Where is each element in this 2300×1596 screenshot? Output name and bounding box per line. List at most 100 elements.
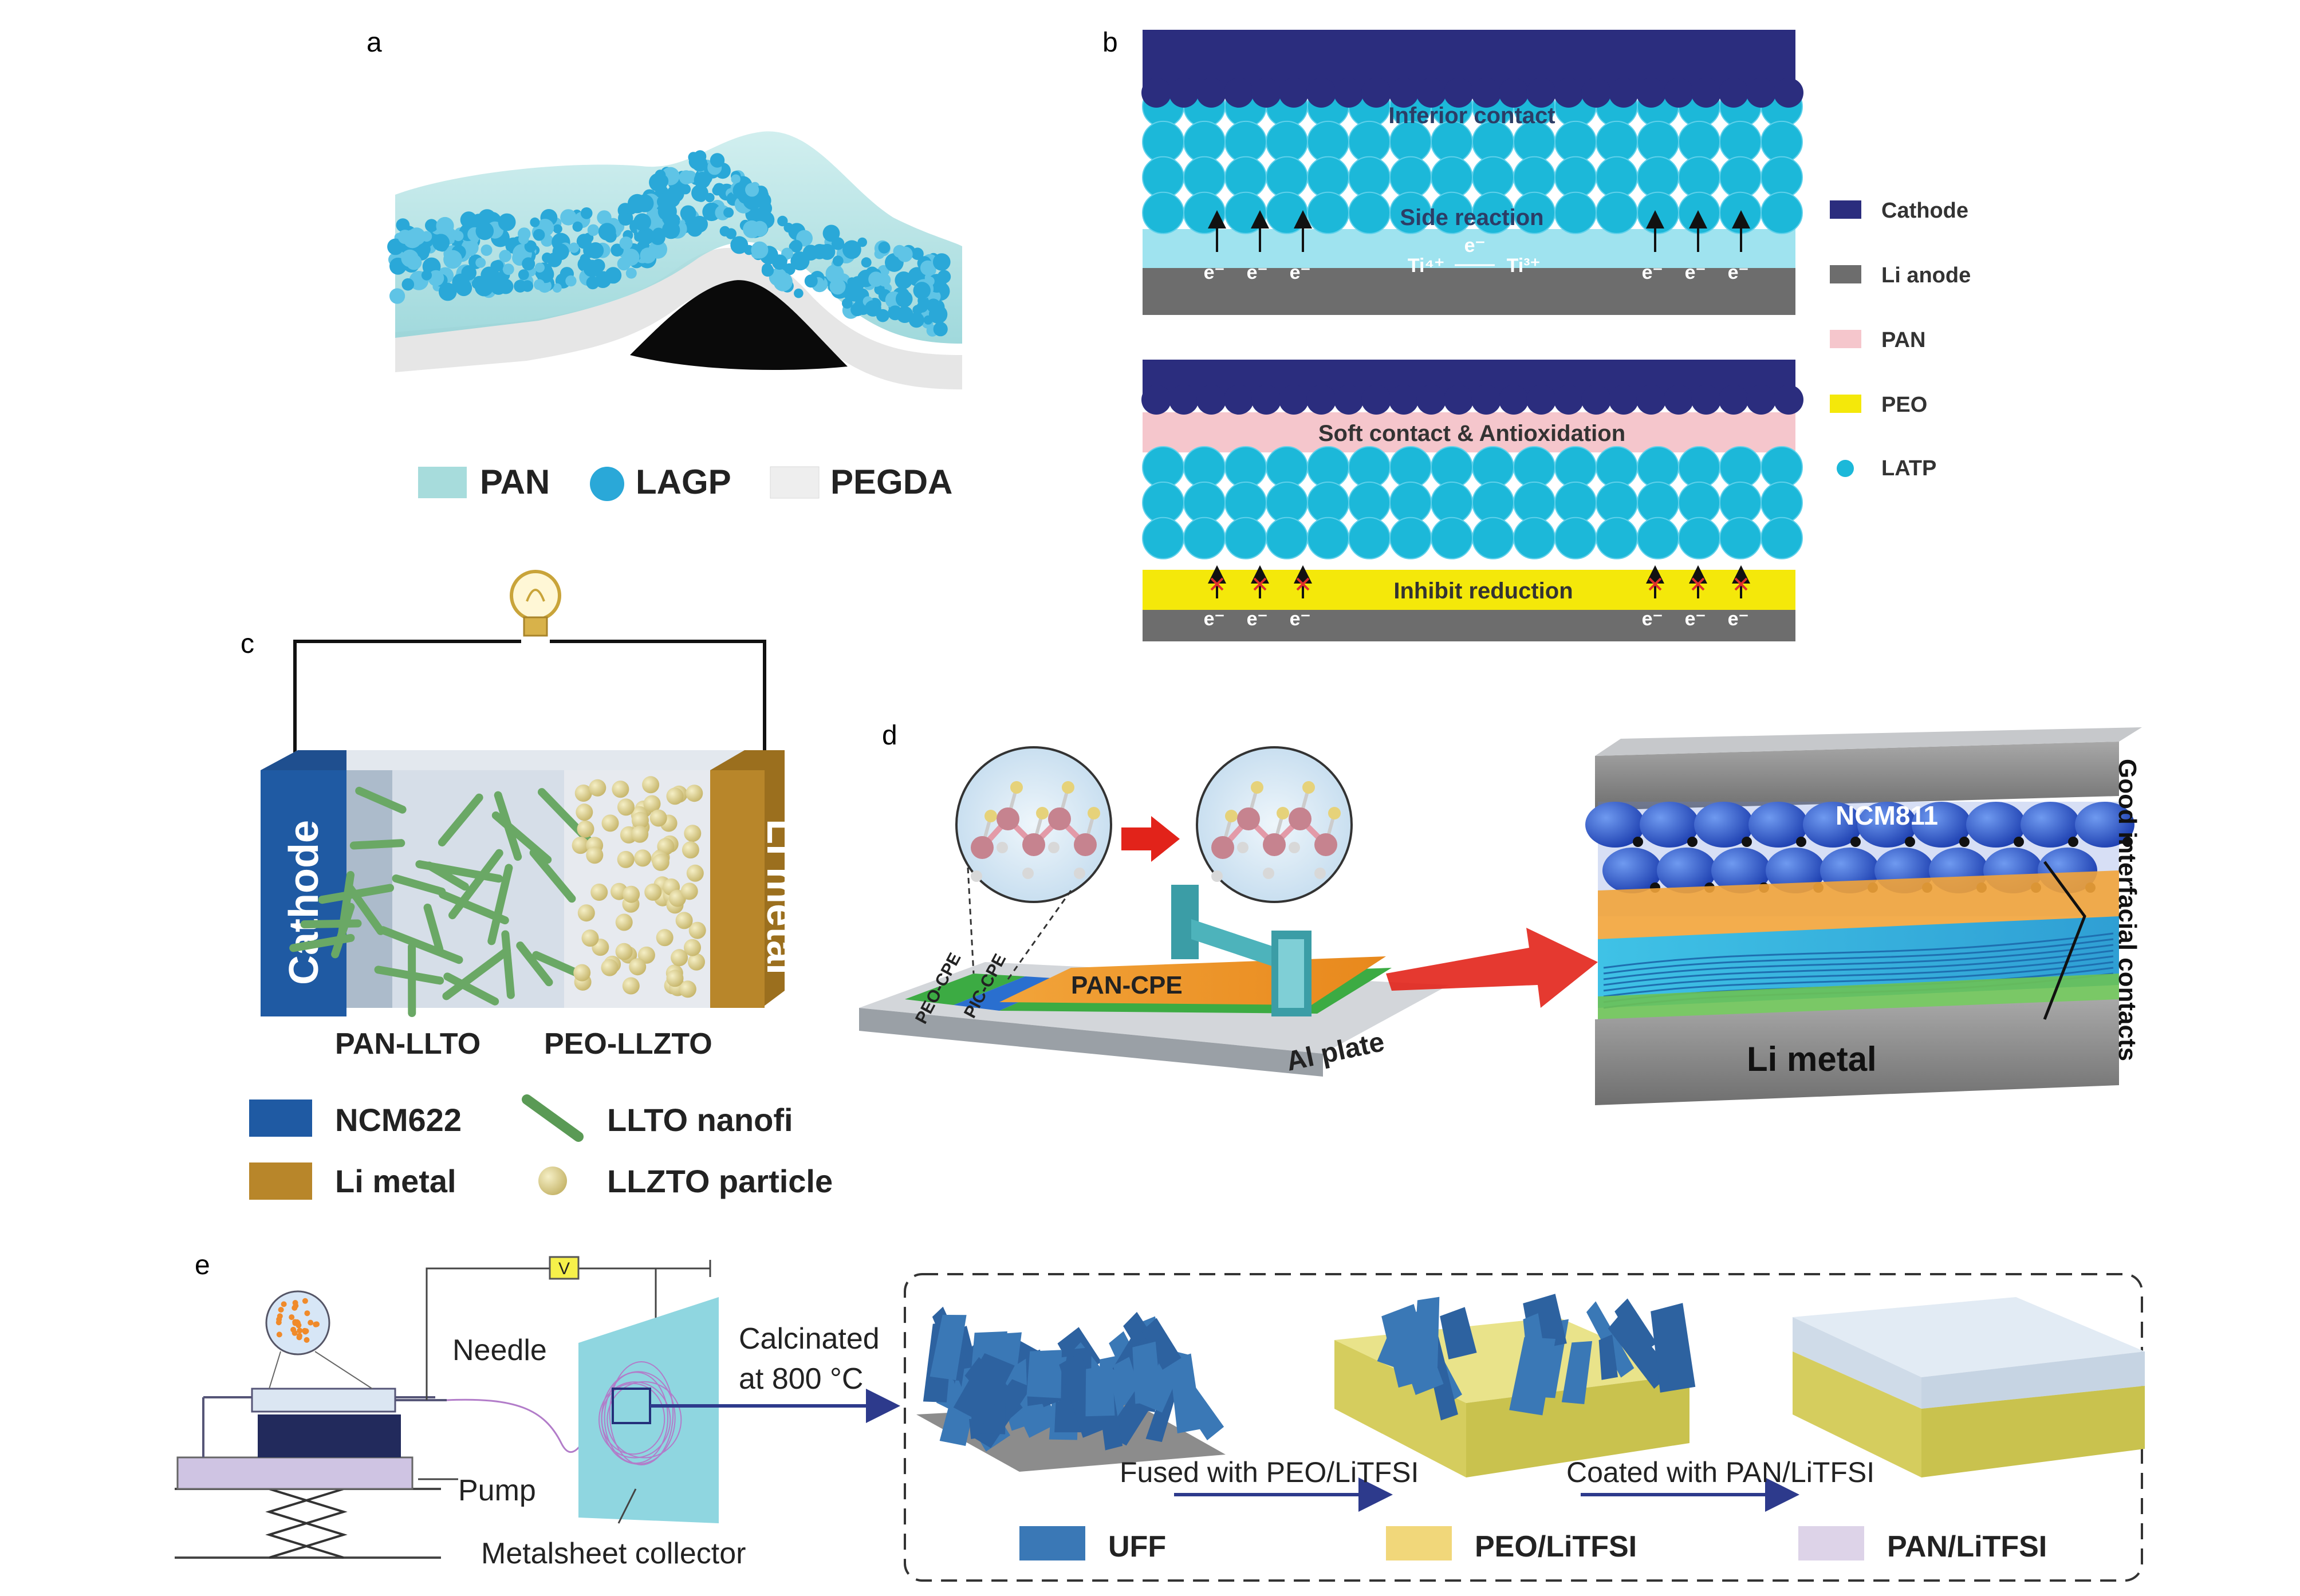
lagp-particle — [640, 247, 656, 264]
lagp-particle — [731, 174, 741, 184]
latp-particle — [1348, 191, 1391, 234]
lagp-particle — [761, 264, 774, 277]
atom — [984, 810, 997, 822]
inhibit-reduction-text: Inhibit reduction — [1393, 578, 1573, 604]
llzto-particle — [622, 977, 640, 995]
cathode-scallop — [1361, 78, 1391, 108]
fiber-line — [1603, 949, 2114, 986]
lagp-particle — [865, 300, 881, 317]
atom — [971, 870, 982, 882]
llzto-particle — [572, 837, 589, 854]
solution-dot — [292, 1320, 298, 1326]
atom — [1263, 833, 1286, 856]
panel-b-legend: Cathode Li anode PAN PEO LATP — [1830, 199, 1971, 480]
llzto-particle — [688, 921, 706, 939]
carbon-particle — [1687, 837, 1698, 847]
lagp-particle — [396, 218, 410, 232]
latp-particle — [1348, 517, 1391, 559]
latp-particle — [1224, 517, 1267, 559]
lagp-particle — [455, 279, 472, 297]
electron-label: e⁻ — [1290, 262, 1311, 283]
cathode-scallop — [1169, 78, 1199, 108]
solution-dot — [308, 1319, 314, 1326]
lagp-particle — [439, 282, 457, 301]
llzto-particle — [577, 820, 594, 838]
llto-fiber — [318, 884, 395, 904]
llzto-particle — [623, 885, 640, 903]
electron-label: e⁻ — [1204, 262, 1225, 283]
llto-fiber — [374, 966, 444, 985]
lagp-particle — [576, 234, 592, 249]
lagp-particle — [552, 243, 569, 261]
lagp-particle — [920, 260, 936, 275]
llto-nanofibers — [289, 786, 596, 1017]
pan-peo-left — [1793, 1351, 1921, 1477]
panel-c: c Cathode Li metal PAN-LLTO PEO-LLZTO N — [241, 570, 833, 1200]
legend-anode-swatch — [1830, 265, 1861, 283]
lagp-particle — [397, 230, 412, 245]
lagp-particle — [453, 230, 464, 242]
top-plate-face — [1595, 727, 2142, 756]
solution-dot — [276, 1316, 282, 1322]
legend-latp-swatch — [1837, 460, 1854, 477]
legend-li-swatch — [249, 1162, 312, 1200]
atom — [1251, 781, 1263, 794]
ncm811-particle — [1694, 802, 1754, 848]
cathode-scallop — [1334, 385, 1364, 415]
collector-text: Metalsheet collector — [481, 1537, 746, 1570]
li-anode-layer — [1143, 266, 1795, 315]
llto-fiber — [529, 849, 576, 903]
uff-flake — [1440, 1307, 1477, 1359]
uff-flake — [1561, 1341, 1593, 1405]
latp-particle — [1183, 517, 1226, 559]
lagp-particle — [802, 245, 819, 261]
legend-llzto-swatch — [538, 1167, 567, 1195]
lagp-particle — [661, 220, 680, 239]
lagp-particle — [926, 298, 941, 313]
legend-llzto-text: LLZTO particle — [607, 1163, 833, 1199]
lagp-particle — [868, 271, 884, 287]
lagp-particle — [895, 271, 913, 289]
legend-pan-e-swatch — [1798, 1526, 1864, 1560]
fiber-line — [1603, 955, 2114, 992]
lagp-particle — [679, 170, 694, 185]
llzto-particle — [573, 964, 591, 982]
latp-particle — [1472, 517, 1514, 559]
lagp-particle — [743, 220, 761, 238]
lagp-particle — [611, 243, 624, 257]
cathode-scallop — [1444, 385, 1474, 415]
llzto-particle — [675, 912, 693, 929]
cathode-scallop — [1609, 78, 1639, 108]
ti3-text: Ti³⁺ — [1507, 255, 1541, 277]
cathode-scallop — [1526, 385, 1556, 415]
lagp-particle — [491, 271, 501, 281]
hv-wire — [426, 1267, 657, 1400]
uff-flakes — [923, 1306, 1224, 1452]
llzto-particle — [576, 803, 593, 821]
latp-particle — [1389, 517, 1432, 559]
lagp-particle — [481, 244, 493, 256]
carbon-particle — [1905, 837, 1915, 847]
lagp-particle — [771, 254, 787, 270]
uff-flake — [1523, 1313, 1546, 1359]
solution-dot — [289, 1314, 295, 1321]
electron-label: e⁻ — [1642, 262, 1663, 283]
legend-ncm622-text: NCM622 — [335, 1102, 462, 1138]
llzto-particle — [629, 958, 647, 976]
llzto-particle — [652, 853, 669, 871]
lagp-particle — [492, 260, 504, 272]
llzto-particle — [666, 970, 684, 987]
cathode-scallop — [1719, 385, 1748, 415]
cathode-scallop — [1416, 78, 1446, 108]
side-reaction-text: Side reaction — [1400, 205, 1543, 230]
fiber-loop — [606, 1381, 682, 1459]
blocked-mark — [1253, 577, 1267, 591]
pegda-base — [395, 247, 962, 389]
lagp-particle — [587, 242, 604, 259]
panel-e-label: e — [195, 1250, 210, 1280]
panel-d-label: d — [882, 720, 897, 751]
top-current-collector — [1595, 742, 2119, 810]
panel-a-label: a — [367, 27, 382, 58]
cathode-scallop — [1719, 78, 1748, 108]
lagp-particle — [625, 267, 637, 279]
